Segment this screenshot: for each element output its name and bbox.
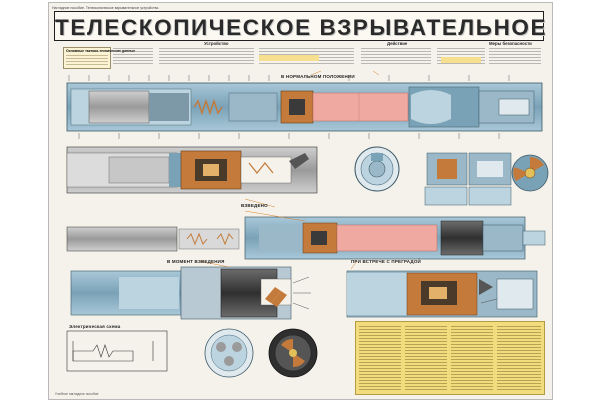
legend-column (359, 326, 401, 391)
caption-stowed: В НОРМАЛЬНОМ ПОЛОЖЕНИИ (281, 74, 355, 79)
top-note: Наглядное пособие. Телескопическое взрыв… (52, 6, 160, 10)
electric-diagram (66, 330, 168, 372)
cross-section-disc-1 (354, 146, 400, 192)
text-block (489, 48, 541, 66)
spec-table-title: Основные тактико-технические данные (66, 49, 136, 53)
cross-section-disc-4 (268, 328, 318, 378)
caption-at-explosion: ПРИ ВСТРЕЧЕ С ПРЕГРАДОЙ (351, 259, 421, 264)
detail-breech (66, 146, 318, 194)
title-frame: ТЕЛЕСКОПИЧЕСКОЕ ВЗРЫВАТЕЛЬНОЕ УСТРОЙСТВО (54, 11, 552, 41)
legend-column (497, 326, 541, 391)
section-heading-safety: Меры безопасности (489, 41, 532, 46)
spec-table: Основные тактико-технические данные (63, 47, 135, 69)
legend-column (451, 326, 493, 391)
text-block (361, 48, 431, 66)
assembly-cocked-extended (66, 216, 546, 260)
detail-impact (70, 266, 311, 320)
detail-striker (424, 152, 512, 206)
detail-explosion (346, 270, 538, 318)
assembly-stowed (66, 75, 543, 139)
poster-title: ТЕЛЕСКОПИЧЕСКОЕ ВЗРЫВАТЕЛЬНОЕ УСТРОЙСТВО (55, 15, 552, 40)
technical-drawing (66, 70, 549, 378)
cross-section-disc-2 (511, 154, 549, 192)
cross-section-disc-3 (204, 328, 254, 378)
highlight-note (259, 55, 319, 61)
caption-electric-diagram: Электрическая схема (69, 324, 121, 329)
legend-column (405, 326, 447, 391)
poster: Наглядное пособие. Телескопическое взрыв… (48, 2, 553, 400)
highlight-note (441, 57, 481, 63)
callout-lines (198, 70, 380, 270)
text-block (113, 48, 153, 66)
caption-cocked: ВЗВЕДЕНО (241, 203, 268, 208)
section-heading-design: Устройство (204, 41, 229, 46)
section-heading-action: Действие (387, 41, 408, 46)
caption-at-impact: В МОМЕНТ ВЗВЕДЕНИЯ (167, 259, 225, 264)
parts-legend (355, 321, 545, 395)
footer-note: Учебное наглядное пособие (55, 392, 99, 396)
text-block (159, 48, 254, 66)
